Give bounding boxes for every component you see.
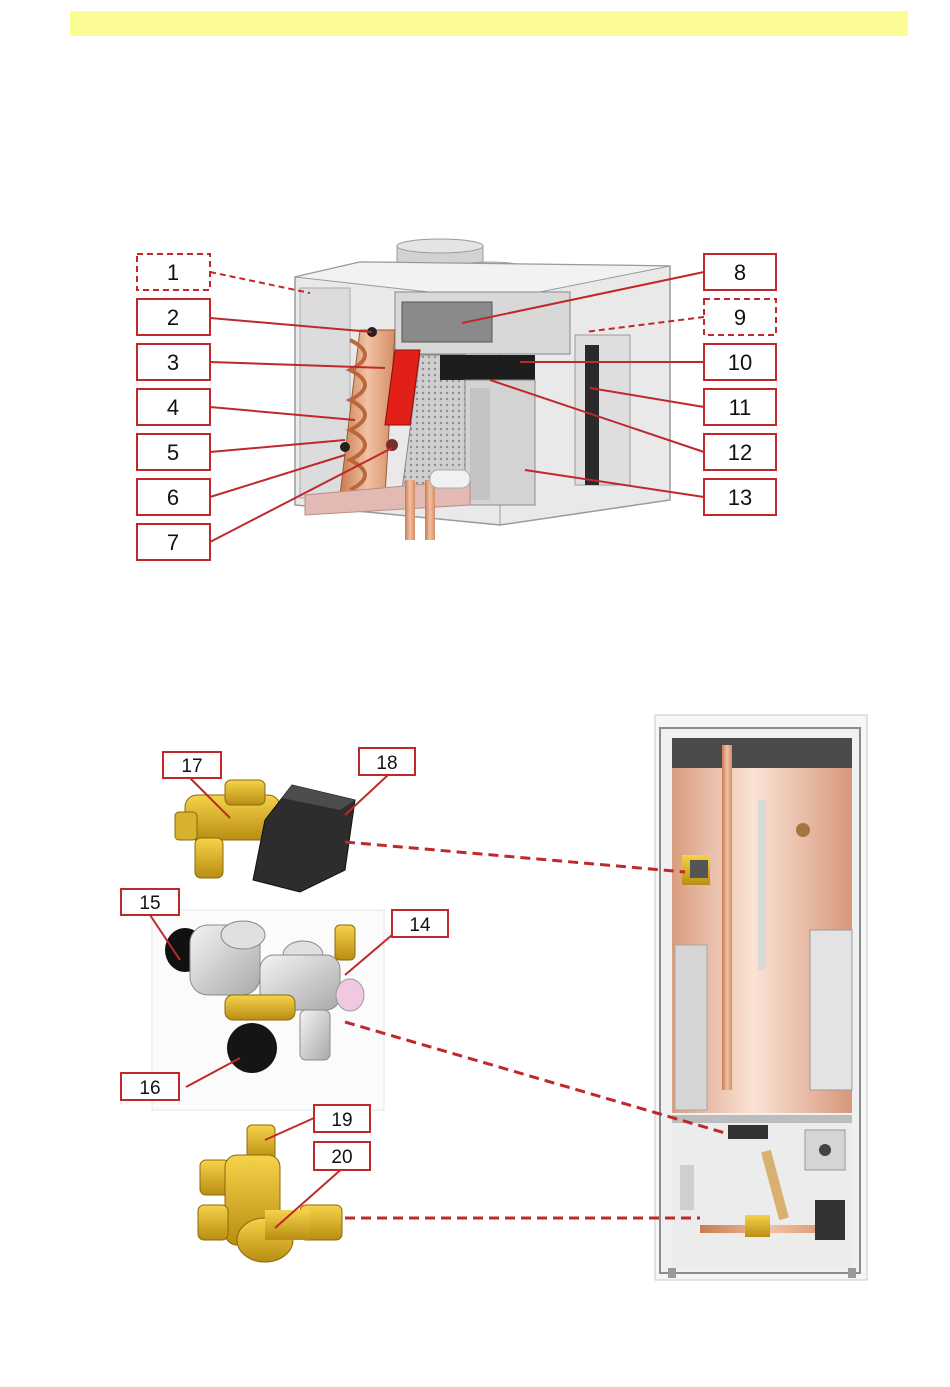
callout-18-text: 18	[376, 753, 397, 774]
callout-9: 9	[704, 299, 776, 335]
callout-9-text: 9	[734, 305, 746, 330]
callout-5: 5	[137, 434, 210, 470]
callout-7-text: 7	[167, 530, 179, 555]
callout-8-text: 8	[734, 260, 746, 285]
callout-7: 7	[137, 524, 210, 560]
callout-15-text: 15	[139, 893, 160, 914]
callout-10-text: 10	[728, 350, 752, 375]
callout-6-text: 6	[167, 485, 179, 510]
callout-19: 19	[314, 1105, 370, 1132]
heat-pump-unit	[295, 239, 670, 540]
callout-10: 10	[704, 344, 776, 380]
callout-16-text: 16	[139, 1078, 160, 1099]
callout-2-text: 2	[167, 305, 179, 330]
zone-valve-assembly	[175, 780, 355, 892]
callout-11-text: 11	[729, 395, 752, 420]
callout-1: 1	[137, 254, 210, 290]
callout-19-text: 19	[331, 1110, 352, 1131]
callout-14-text: 14	[409, 915, 431, 936]
callout-20-text: 20	[331, 1147, 352, 1168]
callout-12: 12	[704, 434, 776, 470]
callout-17-text: 17	[181, 756, 202, 777]
callout-16: 16	[121, 1073, 179, 1100]
callout-6: 6	[137, 479, 210, 515]
callout-3: 3	[137, 344, 210, 380]
callout-14: 14	[392, 910, 448, 937]
callout-4: 4	[137, 389, 210, 425]
callout-8: 8	[704, 254, 776, 290]
water-heater-cabinet	[655, 715, 867, 1280]
callout-15: 15	[121, 889, 179, 915]
callout-17: 17	[163, 752, 221, 778]
callout-13-text: 13	[728, 485, 752, 510]
callout-12-text: 12	[728, 440, 752, 465]
safety-group-assembly	[152, 910, 384, 1110]
callout-13: 13	[704, 479, 776, 515]
callout-2: 2	[137, 299, 210, 335]
callout-11: 11	[704, 389, 776, 425]
callout-18: 18	[359, 748, 415, 775]
callout-4-text: 4	[167, 395, 179, 420]
callout-5-text: 5	[167, 440, 179, 465]
callout-3-text: 3	[167, 350, 179, 375]
callout-1-text: 1	[167, 260, 179, 285]
callout-20: 20	[314, 1142, 370, 1170]
